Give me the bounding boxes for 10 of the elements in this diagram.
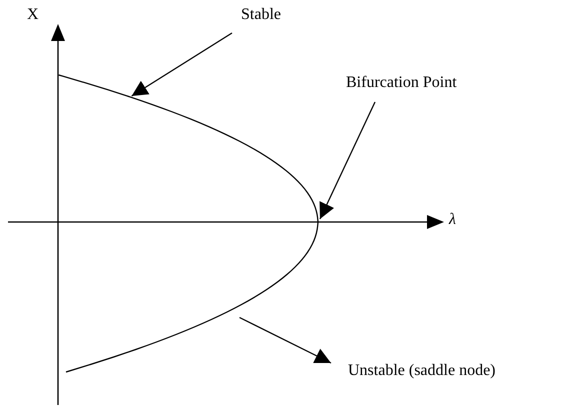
stable-branch-curve bbox=[58, 74, 319, 222]
unstable-branch-curve bbox=[66, 222, 319, 373]
callout-label: Bifurcation Point bbox=[346, 75, 457, 91]
leader-arrow bbox=[239, 316, 332, 364]
axis-label: λ bbox=[449, 212, 456, 228]
axis-label: X bbox=[27, 7, 39, 23]
leader-arrow bbox=[319, 102, 376, 220]
leader-arrow bbox=[131, 32, 232, 97]
callout-label: Stable bbox=[241, 7, 281, 23]
callout-label: Unstable (saddle node) bbox=[348, 363, 496, 379]
